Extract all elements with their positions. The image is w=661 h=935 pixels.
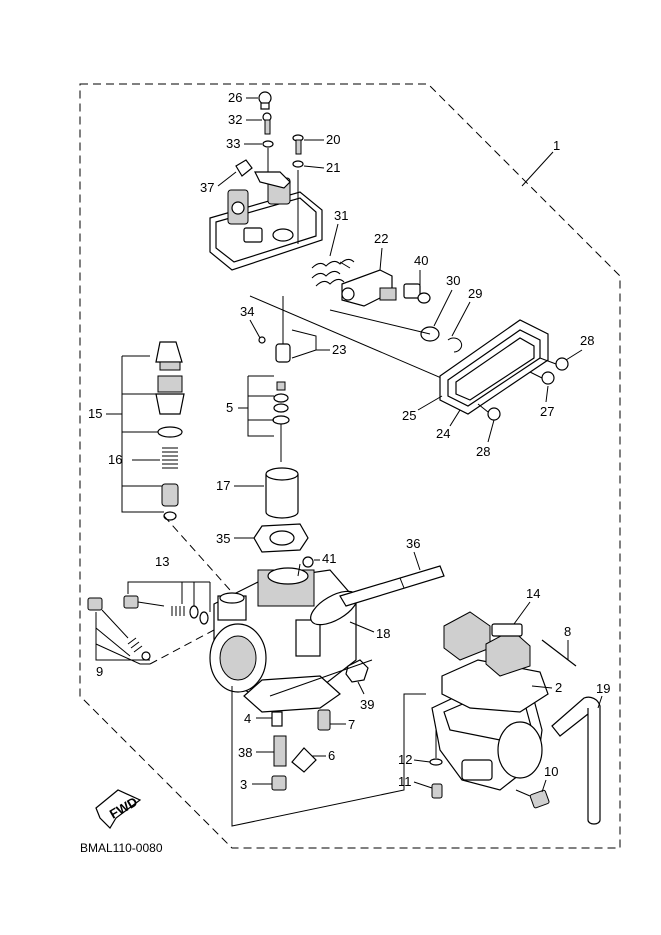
callout-label: 32 [228,112,242,127]
callout-label: 18 [376,626,390,641]
needle-assembly [258,296,317,462]
callout-label: 2 [555,680,562,695]
callout-label: 28 [580,333,594,348]
callout-label: 22 [374,231,388,246]
callout-label: 24 [436,426,450,441]
throttle-piston [265,467,299,519]
callout-label: 5 [226,400,233,415]
callout-label: 26 [228,90,242,105]
callout-label: 31 [334,208,348,223]
callout-label: 33 [226,136,240,151]
nut-39 [345,659,369,683]
screws-27-28 [477,357,569,421]
fwd-arrow-icon [95,789,142,829]
washers-29-30 [420,326,463,353]
callout-label: 9 [96,664,103,679]
screw-41 [297,556,314,577]
leader-1 [521,151,554,187]
jet-parts [271,709,331,791]
callout-label: 8 [564,624,571,639]
callout-label: 25 [402,408,416,423]
callout-label: 36 [406,536,420,551]
float-bowl [431,689,543,791]
drain-screw-10 [515,789,550,809]
callout-label: 23 [332,342,346,357]
diagram-code: BMAL110-0080 [80,841,163,855]
callout-label: 17 [216,478,230,493]
spring-31 [311,258,355,287]
callout-label: 38 [238,745,252,760]
assembly-boundary [79,83,621,849]
float-14 [443,611,531,677]
callout-label: 10 [544,764,558,779]
callout-label: 1 [553,138,560,153]
callout-label: 41 [322,551,336,566]
callout-label: 35 [216,531,230,546]
callout-label: 15 [88,406,102,421]
callout-label: 20 [326,132,340,147]
float-pin-8 [541,639,577,667]
callout-label: 34 [240,304,254,319]
top-cover-screws [235,91,304,177]
air-screw-group [87,597,151,661]
cover-plate [439,319,549,415]
vent-hose-19 [551,696,601,825]
callout-label: 11 [398,774,412,789]
callout-label: 37 [200,180,214,195]
callout-label: 40 [414,253,428,268]
top-cover [209,171,323,271]
callout-label: 14 [526,586,540,601]
callout-label: 28 [476,444,490,459]
callout-label: 29 [468,286,482,301]
callout-label: 16 [108,452,122,467]
screw-11-12 [429,730,443,799]
callout-label: 6 [328,748,335,763]
callout-label: 27 [540,404,554,419]
callout-label: 21 [326,160,340,175]
choke-plunger-group [155,341,185,521]
callout-label: 39 [360,697,374,712]
callout-label: 4 [244,711,251,726]
callout-label: 13 [155,554,169,569]
callout-label: 3 [240,777,247,792]
hose-36 [339,565,445,607]
callout-label: 19 [596,681,610,696]
callout-label: 12 [398,752,412,767]
throttle-lever [341,269,431,307]
callout-label: 30 [446,273,460,288]
pilot-screw-group [123,595,209,625]
callout-label: 7 [348,717,355,732]
gasket-35 [253,523,309,553]
